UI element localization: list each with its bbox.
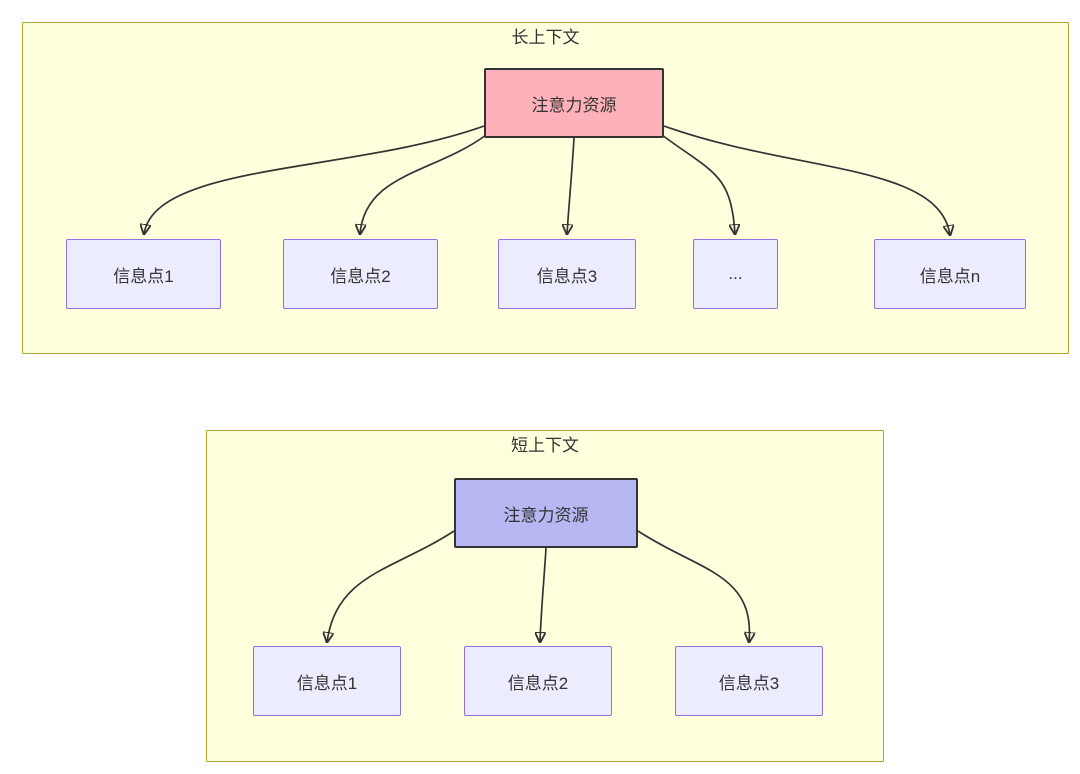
edge-long-to-infon bbox=[663, 125, 950, 235]
long-info-node-ellipsis: ... bbox=[693, 239, 778, 309]
long-context-container: 长上下文 注意力资源 信息点1 信息点2 信息点3 ... 信息点n bbox=[22, 22, 1069, 354]
edge-short-to-info2 bbox=[540, 547, 547, 642]
long-attention-node: 注意力资源 bbox=[484, 68, 664, 138]
short-info-node-2: 信息点2 bbox=[464, 646, 612, 716]
short-info-node-3: 信息点3 bbox=[675, 646, 823, 716]
short-info-node-1: 信息点1 bbox=[253, 646, 401, 716]
edge-long-to-info2 bbox=[360, 134, 487, 234]
edge-short-to-info1 bbox=[327, 530, 455, 642]
edge-long-to-info3 bbox=[567, 137, 575, 234]
long-info-node-n: 信息点n bbox=[874, 239, 1026, 309]
short-attention-node: 注意力资源 bbox=[454, 478, 638, 548]
long-info-node-3: 信息点3 bbox=[498, 239, 636, 309]
edge-long-to-ellipsis bbox=[661, 134, 735, 234]
edge-short-to-info3 bbox=[637, 530, 749, 642]
edge-long-to-info1 bbox=[144, 125, 485, 234]
short-context-title: 短上下文 bbox=[511, 436, 579, 455]
long-context-title: 长上下文 bbox=[511, 28, 580, 47]
long-info-node-1: 信息点1 bbox=[66, 239, 221, 309]
long-info-node-2: 信息点2 bbox=[283, 239, 438, 309]
short-context-container: 短上下文 注意力资源 信息点1 信息点2 信息点3 bbox=[206, 430, 884, 762]
